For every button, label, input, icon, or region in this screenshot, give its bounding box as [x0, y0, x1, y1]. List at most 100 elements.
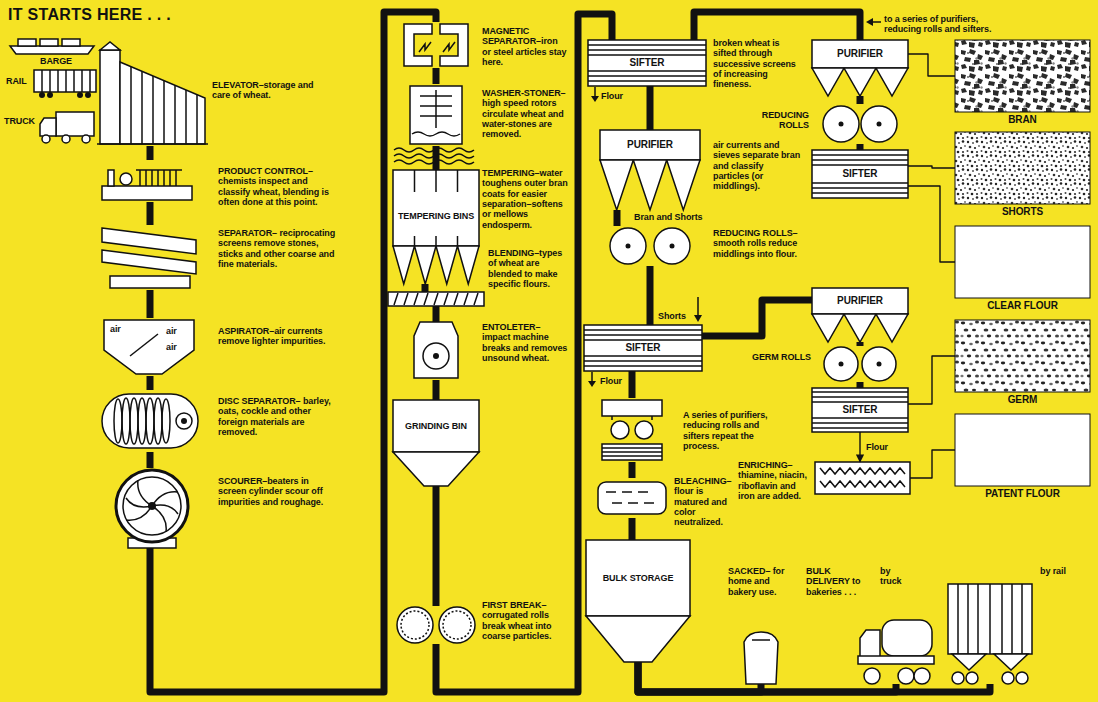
sample-label: SHORTS	[955, 206, 1090, 218]
pipeline	[857, 342, 864, 346]
pipeline	[147, 290, 154, 318]
sifter-icon	[584, 325, 702, 371]
sample-swatch: GERM	[955, 320, 1090, 392]
disc-separator-icon	[162, 399, 170, 443]
sifter-icon	[588, 40, 706, 86]
output-arrow	[872, 21, 881, 23]
series-icon	[602, 448, 662, 456]
disc-separator-icon	[102, 394, 198, 448]
machine-node: WASHER-STONER– high speed rotors circula…	[408, 84, 464, 146]
pipeline	[433, 68, 440, 84]
callout-label: to a series of purifiers, reducing rolls…	[884, 14, 1004, 35]
diagram-title: IT STARTS HERE . . .	[8, 6, 171, 24]
lab-icon	[108, 170, 114, 186]
sample-label: BRAN	[955, 114, 1090, 126]
grinding-bin-icon	[393, 452, 479, 486]
machine-node: ENTOLETER–impact machine breaks and remo…	[412, 322, 460, 380]
first-break-rolls-icon	[401, 611, 429, 639]
tempering-bins-icon	[415, 170, 458, 246]
machine-description: REDUCING ROLLS– smooth rolls reduce midd…	[713, 228, 801, 259]
lab-icon	[136, 170, 182, 186]
elevator-icon	[100, 50, 120, 144]
grinding-bin-icon	[393, 400, 479, 452]
rolls-icon	[670, 244, 675, 249]
machine-node: REDUCING ROLLS– smooth rolls reduce midd…	[602, 226, 698, 266]
rolls-icon	[877, 122, 882, 127]
barge-icon	[62, 39, 80, 46]
washer-stoner-icon	[412, 132, 460, 136]
entoleter-icon	[433, 353, 439, 359]
callout-label: Shorts	[658, 311, 686, 321]
pipeline	[629, 462, 636, 478]
machine-node: REDUCING ROLLS	[815, 104, 905, 144]
entoleter-icon	[414, 322, 458, 378]
bleaching-icon	[598, 482, 666, 514]
callout-label: TRUCK	[4, 116, 35, 126]
rail-car-icon	[34, 70, 96, 98]
machine-node: SIFTER	[812, 150, 908, 198]
feed-line	[908, 356, 955, 404]
rolls-icon	[626, 244, 631, 249]
rolls-icon	[862, 347, 896, 381]
callout-label: Flour	[600, 376, 622, 386]
magnetic-separator-icon	[404, 24, 432, 66]
machine-description: MAGNETIC SEPARATOR–iron or steel article…	[482, 26, 568, 67]
scourer-icon	[148, 502, 156, 510]
series-icon	[602, 400, 662, 416]
feed-line	[859, 432, 860, 462]
edge-label: Flour	[866, 442, 888, 452]
enriching-icon	[815, 462, 910, 494]
product-samples	[955, 320, 1090, 392]
callout-label: air	[110, 324, 121, 334]
callout-label: BULK DELIVERY to bakeries . . .	[806, 566, 874, 597]
aspirator-icon	[104, 320, 194, 374]
output-arrow	[591, 96, 599, 102]
machine-node: BLEACHING– flour is matured and color ne…	[596, 478, 668, 518]
callout-label: air	[166, 342, 177, 352]
aspirator-icon	[130, 334, 158, 356]
truck-icon	[40, 112, 94, 143]
machine-description: REDUCING ROLLS	[747, 110, 809, 131]
machine-label: PURIFIER	[624, 138, 676, 152]
machine-description: by truck	[880, 566, 914, 587]
tank-truck-icon	[914, 668, 930, 684]
machine-description: broken wheat is sifted through successiv…	[713, 38, 801, 90]
machine-node: TEMPERING BINSTEMPERING–water toughens o…	[391, 170, 482, 284]
rail-car-icon	[34, 70, 96, 92]
sack-icon	[744, 632, 778, 684]
tank-truck-icon	[898, 668, 914, 684]
machine-node: BLENDING–types of wheat are blended to m…	[388, 292, 484, 306]
product-samples	[955, 414, 1090, 486]
machine-node: PRODUCT CONTROL–chemists inspect and cla…	[100, 160, 195, 202]
callout-label: Flour	[601, 91, 623, 101]
feed-line	[910, 450, 955, 478]
entoleter-icon	[423, 343, 449, 369]
hopper-car-icon	[948, 584, 1032, 654]
sack-icon	[752, 639, 770, 641]
barge-icon	[18, 39, 36, 46]
magnetic-separator-icon	[404, 24, 468, 66]
scourer-icon	[116, 470, 188, 548]
pipeline	[629, 371, 636, 398]
product-samples	[955, 226, 1090, 298]
machine-node: PURIFIER	[812, 40, 908, 96]
machine-description: GERM ROLLS	[749, 352, 811, 362]
output-arrow	[697, 297, 699, 316]
machine-node: SACKED– for home and bakery use.	[742, 628, 780, 684]
sample-label: GERM	[955, 394, 1090, 406]
magnetic-separator-icon	[419, 42, 455, 52]
machine-label: PURIFIER	[834, 294, 886, 308]
tank-truck-icon	[864, 668, 880, 684]
enriching-icon	[815, 462, 910, 494]
machine-node: BULK STORAGE	[586, 540, 690, 662]
sifter-icon	[588, 45, 706, 81]
sifter-icon	[812, 392, 908, 428]
rolls-icon	[610, 228, 646, 264]
rolls-icon	[823, 106, 859, 142]
truck-icon	[82, 135, 90, 143]
lab-icon	[102, 170, 192, 200]
separator-icon	[102, 228, 196, 288]
series-icon	[612, 416, 652, 420]
pipeline	[422, 284, 429, 292]
